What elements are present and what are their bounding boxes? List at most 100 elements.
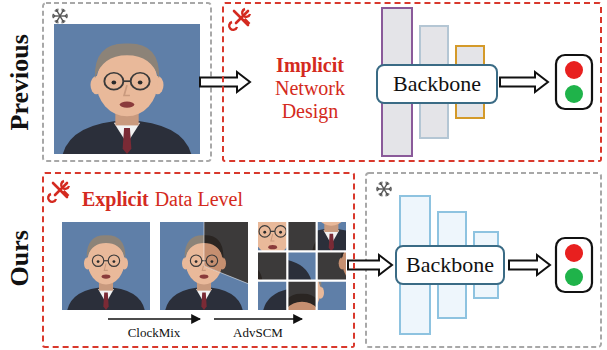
eye (112, 80, 117, 84)
glasses (131, 73, 150, 90)
face-photo (54, 24, 200, 154)
tile-content (287, 251, 316, 280)
tile-content (317, 251, 346, 280)
backbone-label: Backbone (406, 252, 494, 278)
snowflake-icon (52, 9, 68, 24)
tie (329, 234, 334, 252)
neck (197, 275, 211, 291)
wrench-icon (48, 181, 69, 202)
face (317, 222, 346, 226)
mixed-wedge (160, 222, 248, 310)
hair (95, 43, 159, 78)
traffic-light-body (556, 55, 592, 109)
grid-line (286, 222, 288, 310)
region-heading: ImplicitNetwork Design (246, 54, 374, 123)
tile-content (258, 251, 287, 280)
mosaic-tile (317, 222, 346, 251)
tile-content (287, 222, 316, 251)
snowflake-spoke (384, 188, 392, 189)
hair (287, 294, 316, 310)
eye (97, 260, 100, 263)
wrench-head (61, 181, 69, 189)
wrench-head (229, 22, 237, 30)
traffic-light-icon (556, 238, 592, 292)
green-light (565, 268, 583, 286)
wrench-icon (229, 9, 250, 30)
frozen-region (366, 173, 601, 347)
eye (195, 260, 198, 263)
photo-bg (258, 222, 287, 251)
mouth (268, 245, 277, 249)
tile-content (258, 281, 287, 310)
snowflake-branch (385, 193, 387, 196)
backbone-box: Backbone (376, 64, 498, 104)
eye (211, 260, 214, 263)
snowflake-branch (53, 14, 55, 16)
snowflake-branch (381, 182, 383, 185)
eye (263, 231, 266, 234)
snowflake-spoke (384, 189, 388, 196)
grid-line (316, 222, 318, 310)
row-label: Ours (6, 228, 35, 288)
region-label: Data Level (155, 188, 243, 211)
wrench-head (48, 194, 56, 202)
trainable-region: ExplicitData Level (42, 172, 355, 348)
photo-clip (54, 24, 200, 154)
suit (263, 287, 287, 310)
tie (123, 128, 132, 154)
trainable-region: BackboneImplicitNetwork Design (222, 2, 602, 162)
augment-arrow (214, 318, 302, 319)
block-arrow (200, 72, 250, 92)
photo-bg (258, 281, 287, 310)
augmentation-label: AdvSCM (231, 326, 285, 340)
mouth (102, 274, 111, 278)
frozen-region (43, 3, 211, 161)
snowflake-branch (65, 16, 67, 18)
tile-content (258, 222, 287, 251)
glasses (206, 255, 217, 266)
nose (271, 234, 275, 241)
photo-bg (160, 222, 248, 310)
tie (201, 292, 206, 310)
mosaic-tile (258, 281, 287, 310)
red-light (565, 244, 583, 262)
snowflake-spoke (56, 16, 60, 23)
snowflake-icon (376, 182, 392, 197)
face-photo (62, 222, 150, 310)
row-label: Previous (6, 32, 35, 132)
snowflake-spoke (52, 15, 60, 16)
green-light (565, 85, 583, 103)
suit (287, 258, 311, 281)
snowflake-branch (379, 193, 382, 194)
snowflake-spoke (376, 188, 384, 189)
suit (165, 287, 242, 310)
photo-bg (317, 222, 346, 251)
glasses (190, 255, 201, 266)
wedge-edge (204, 222, 248, 284)
snowflake-spoke (60, 15, 68, 16)
nose (124, 85, 130, 95)
snowflake-branch (377, 187, 379, 189)
hair (258, 265, 263, 281)
region-heading: ExplicitData Level (82, 188, 350, 211)
mosaic-tile (287, 251, 316, 280)
snowflake-branch (387, 184, 390, 185)
tie (201, 292, 206, 310)
glasses-bridge (123, 80, 130, 82)
glasses-bridge (104, 260, 108, 261)
photo-bg (62, 222, 150, 310)
snowflake-spoke (60, 9, 64, 16)
glasses (108, 255, 119, 266)
tie (103, 292, 108, 310)
hair (87, 235, 126, 259)
augment-arrow (108, 318, 200, 319)
snowflake-spoke (60, 16, 64, 23)
eye (279, 231, 282, 234)
traffic-light-icon (556, 55, 592, 109)
photo-bg (287, 222, 316, 251)
glasses (259, 226, 270, 237)
augmentation-label: ClockMix (126, 326, 183, 340)
snowflake-spoke (384, 182, 388, 189)
